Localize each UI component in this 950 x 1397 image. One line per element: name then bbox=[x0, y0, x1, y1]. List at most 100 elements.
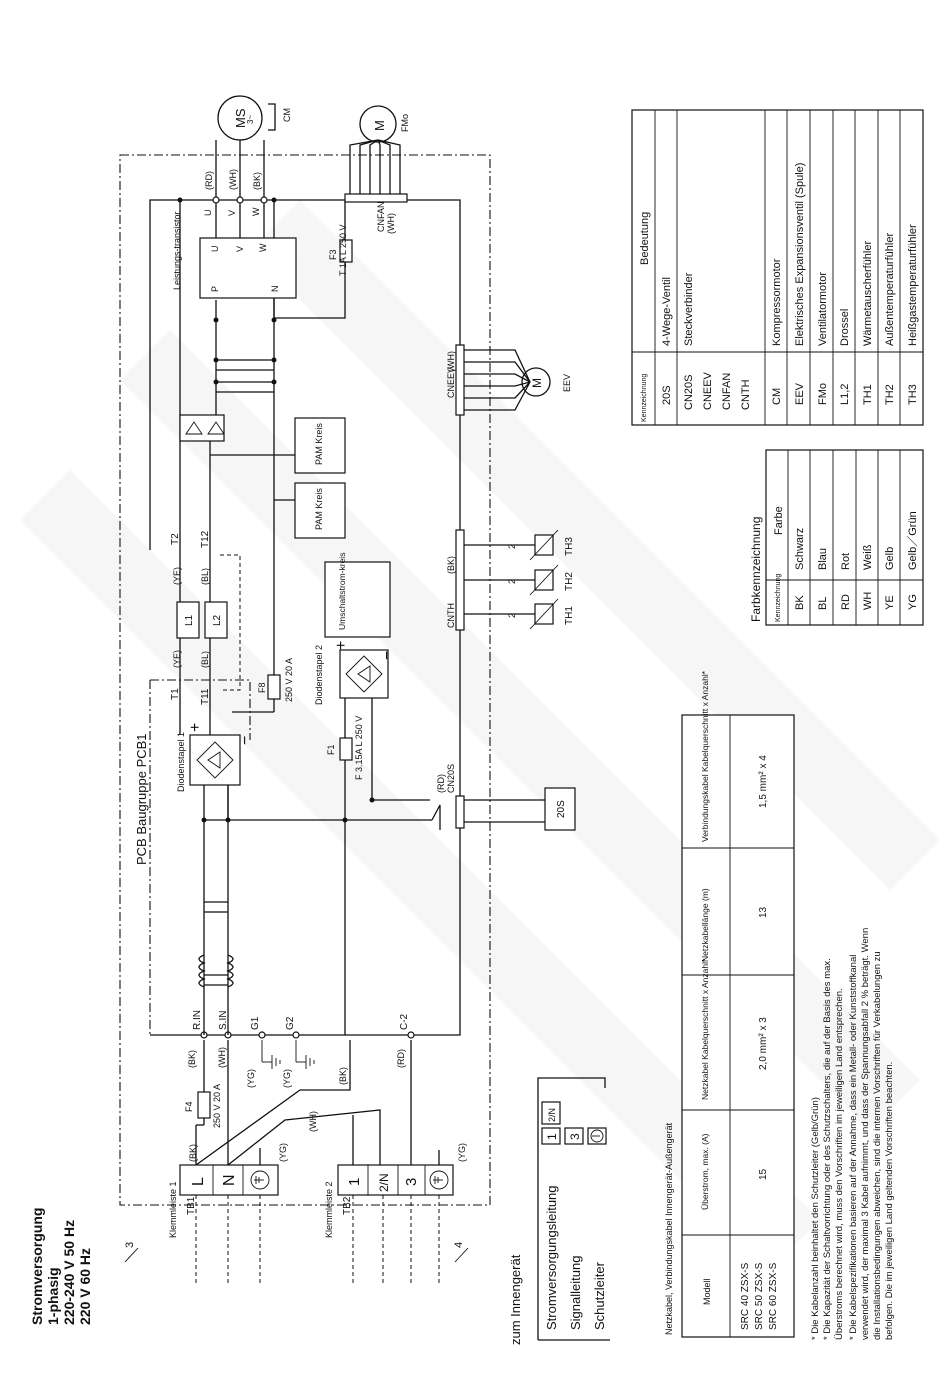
bridge2-minus: − bbox=[379, 651, 396, 660]
thermistor-th3-icon bbox=[529, 529, 559, 561]
eev-leads bbox=[464, 349, 531, 411]
color-table-h1: Kennzeichnung bbox=[775, 574, 782, 622]
wire-yg-1: (YG) bbox=[278, 1143, 288, 1162]
color-code-6: YG bbox=[907, 594, 919, 610]
meaning-code-4: EEV bbox=[794, 382, 806, 405]
cable-model-1: SRC 40 ZSX-S bbox=[740, 1262, 751, 1330]
note-2: * Die Kapazität der Schaltvorrichtung od… bbox=[822, 958, 833, 1340]
terminal-N: N bbox=[221, 1174, 238, 1186]
meaning-code-6: L1,2 bbox=[839, 384, 851, 405]
th2-label: TH2 bbox=[564, 572, 575, 591]
transistor-u: U bbox=[210, 246, 220, 253]
th3-label: TH3 bbox=[564, 537, 575, 556]
choke-l2-label: L2 bbox=[212, 614, 223, 626]
eev-motor-icon bbox=[521, 367, 551, 397]
color-table-title: Farbkennzeichnung bbox=[749, 517, 763, 622]
fuse-f1-label: F1 bbox=[326, 744, 336, 755]
transistor-v: V bbox=[235, 246, 245, 252]
to-indoor-unit: zum Innengerät bbox=[508, 1254, 523, 1345]
indoor-key-1 bbox=[541, 1127, 561, 1145]
marker-3: 3 bbox=[124, 1242, 136, 1248]
cable-table-caption: Netzkabel, Verbindungskabel Innengerät-A… bbox=[664, 1122, 674, 1335]
meaning-code-2c: CNFAN bbox=[721, 373, 733, 410]
earth-g2-icon bbox=[295, 1040, 315, 1069]
cable-table-h-link: Verbindungskabel Kabelquerschnitt x Anza… bbox=[700, 670, 710, 842]
cm-label: CM bbox=[282, 108, 292, 122]
color-code-5: YE bbox=[884, 595, 896, 610]
wire-ye-1: (YE) bbox=[172, 650, 182, 668]
bridge1-minus: − bbox=[237, 736, 254, 745]
cable-table-h-cable: Netzkabel Kabelquerschnitt x Anzahl* bbox=[700, 958, 710, 1100]
fuse-f4-rating: 250 V 20 A bbox=[212, 1084, 222, 1128]
color-name-1: Schwarz bbox=[794, 528, 806, 570]
color-name-2: Blau bbox=[817, 548, 829, 570]
compressor-motor-icon bbox=[217, 95, 276, 141]
supply-title-text: Stromversorgung bbox=[29, 1208, 45, 1325]
tb1-name: Klemmleiste 1 bbox=[168, 1181, 178, 1238]
indoor-key-2n-text: 2/N bbox=[547, 1108, 557, 1122]
th1-wires: 2 bbox=[507, 613, 517, 618]
bridge1-label: Diodenstapel 1 bbox=[176, 732, 186, 792]
wire-rd-ms: (RD) bbox=[204, 171, 214, 190]
cn20s-switch bbox=[431, 804, 441, 830]
color-table bbox=[765, 449, 924, 626]
indoor-signal-line: Signalleitung bbox=[568, 1256, 583, 1330]
uvw-u: U bbox=[203, 210, 213, 217]
rectifier-module bbox=[179, 414, 225, 442]
power-transistor bbox=[199, 237, 297, 299]
color-table-h2: Farbe bbox=[773, 506, 785, 535]
switching-circuit bbox=[324, 561, 391, 638]
pin-t2: T2 bbox=[170, 533, 181, 545]
thermistor-th1-icon bbox=[529, 598, 559, 630]
note-4: * Die Kabelspezifikationen basieren auf … bbox=[848, 955, 859, 1340]
reactor-dashed bbox=[220, 554, 241, 691]
indoor-bracket bbox=[537, 1077, 610, 1341]
transistor-w: W bbox=[258, 243, 268, 252]
choke-l2 bbox=[204, 601, 228, 639]
cn20s-rd: (RD) bbox=[436, 774, 446, 793]
tb2-name: Klemmleiste 2 bbox=[324, 1181, 334, 1238]
input-wiring bbox=[195, 1040, 440, 1166]
field-wiring bbox=[195, 1195, 440, 1285]
pin-t12: T12 bbox=[200, 530, 211, 548]
ms-sub: 3~ bbox=[246, 115, 255, 124]
meaning-code-5: FMo bbox=[817, 383, 829, 405]
cable-current: 15 bbox=[758, 1168, 769, 1180]
fan-m-label: M bbox=[372, 120, 387, 131]
pam-circuit-1 bbox=[294, 417, 346, 474]
pin-g1: G1 bbox=[250, 1016, 261, 1030]
transistor-label: Leistungs-transistor bbox=[172, 211, 182, 290]
indoor-key-3-text: 3 bbox=[568, 1133, 582, 1140]
wire-wh-ms: (WH) bbox=[228, 169, 238, 190]
aux-wiring bbox=[204, 698, 432, 1035]
indoor-power-line: Stromversorgungsleitung bbox=[544, 1185, 559, 1330]
pam-2-label: PAM Kreis bbox=[314, 488, 324, 530]
fuse-f3-label: F3 bbox=[328, 249, 338, 260]
bridge2-label: Diodenstapel 2 bbox=[314, 645, 324, 705]
wire-bk-2: (BK) bbox=[188, 1144, 198, 1162]
pin-c2: C-2 bbox=[399, 1013, 410, 1030]
th2-wires: 2 bbox=[507, 579, 517, 584]
cneev-label: CNEEV bbox=[446, 367, 456, 398]
earth-icon-2 bbox=[429, 1170, 449, 1190]
meaning-text-9: Heißgastemperaturfühler bbox=[907, 224, 919, 346]
pcb-boundary bbox=[149, 679, 251, 1035]
choke-l1-label: L1 bbox=[184, 614, 195, 626]
wire-ye-2: (YE) bbox=[172, 567, 182, 585]
supply-title: Stromversorgung 1-phasig 220-240 V 50 Hz… bbox=[29, 1208, 93, 1325]
wire-bk-3: (BK) bbox=[338, 1067, 348, 1085]
indoor-earth: Schutzleiter bbox=[592, 1261, 607, 1330]
terminal-L: L bbox=[190, 1177, 207, 1186]
meaning-code-3: CM bbox=[771, 388, 783, 405]
cable-cable: 2,0 mm² x 3 bbox=[758, 1017, 769, 1070]
cnth-bk: (BK) bbox=[446, 556, 456, 574]
meaning-text-4: Elektrisches Expansionsventil (Spule) bbox=[794, 163, 806, 346]
meaning-text-1: 4-Wege-Ventil bbox=[661, 277, 673, 346]
supply-voltage-50: 220-240 V 50 Hz bbox=[61, 1220, 77, 1325]
wire-yg-3: (YG) bbox=[246, 1069, 256, 1088]
cnfan-connector bbox=[344, 193, 408, 203]
choke-l1 bbox=[176, 601, 200, 639]
color-name-6: Gelb／Grün bbox=[906, 511, 919, 570]
pin-t1: T1 bbox=[170, 688, 181, 700]
